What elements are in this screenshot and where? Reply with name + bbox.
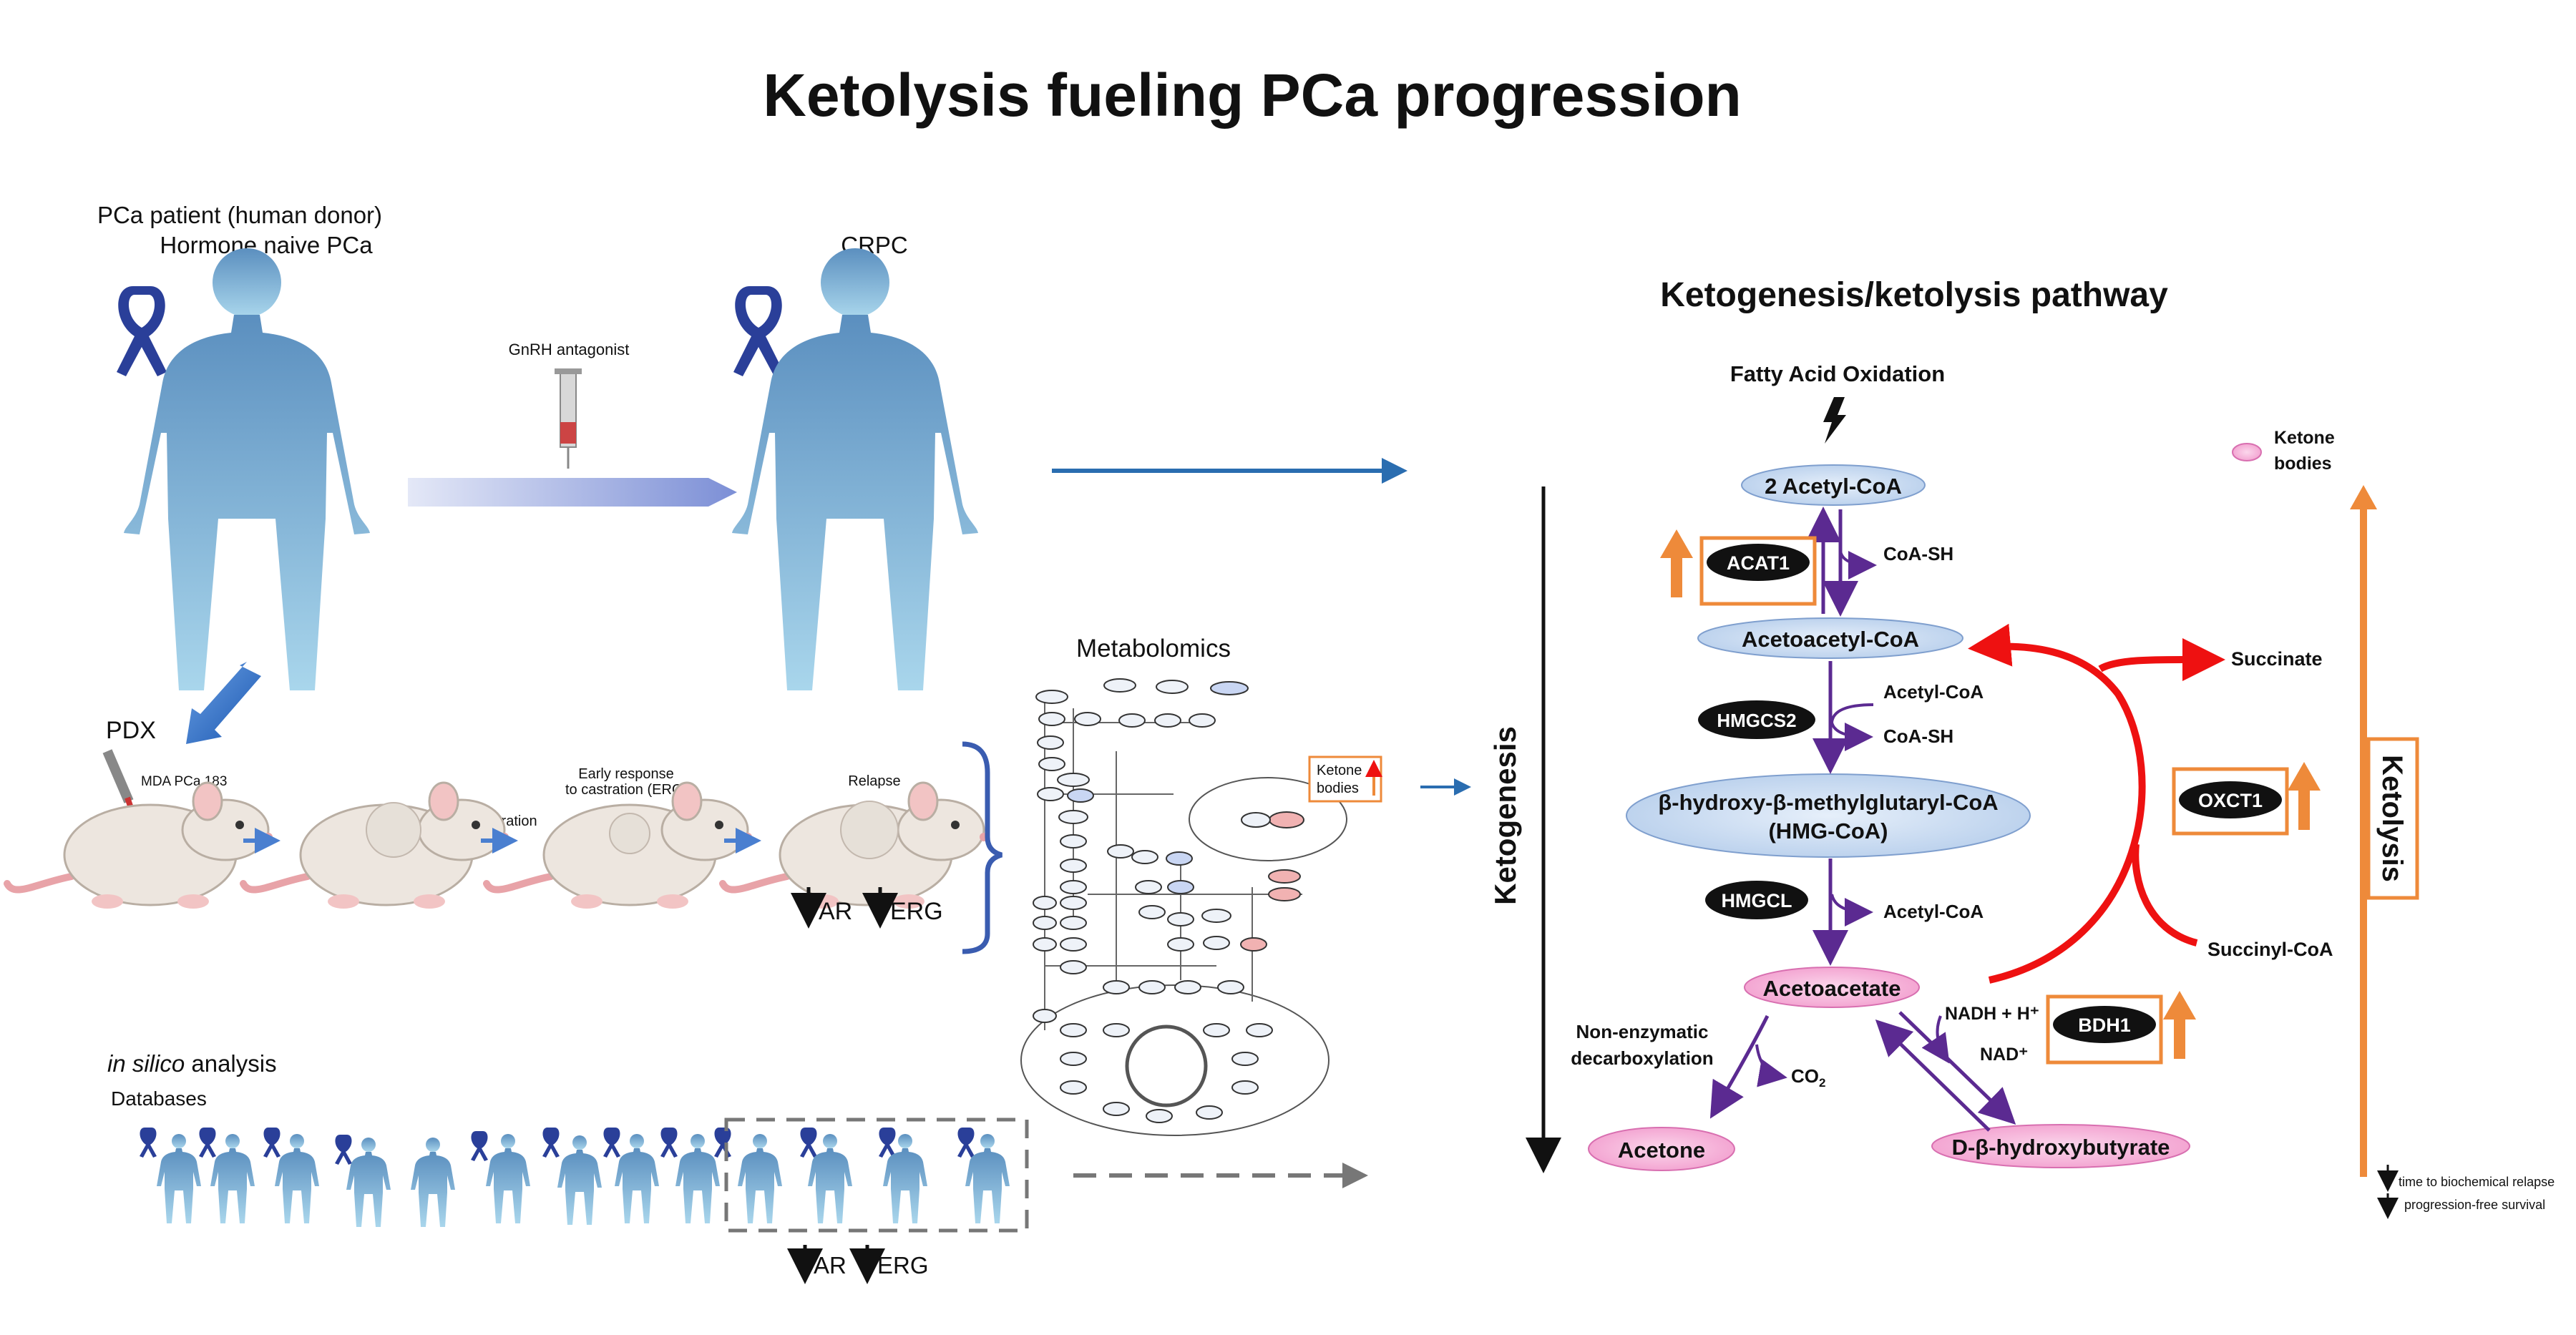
node-acetone <box>1588 1127 1735 1171</box>
enzyme-hmgcl <box>1705 881 1808 919</box>
databases-label: Databases <box>111 1087 207 1110</box>
syringe-injection-icon <box>102 749 135 813</box>
patient-cohort-icons <box>140 1128 1010 1227</box>
legend-ketone-line-1: Ketone <box>2274 428 2335 448</box>
ketogenesis-label: Ketogenesis <box>1488 726 1522 905</box>
svg-text:2 Acetyl-CoA: 2 Acetyl-CoA <box>1765 474 1902 499</box>
node-d-beta-hydroxybutyrate <box>1931 1124 2190 1168</box>
acat1-up-arrow-icon <box>1660 529 1693 597</box>
arrow-co2-release <box>1755 1044 1787 1087</box>
svg-text:BDH1: BDH1 <box>2078 1014 2131 1036</box>
succinyl-coa-input-arc <box>2132 843 2198 947</box>
label-coa-sh-1: CoA-SH <box>1883 543 1953 564</box>
label-succinyl-coa: Succinyl-CoA <box>2207 939 2333 960</box>
svg-text:HMGCL: HMGCL <box>1722 890 1792 911</box>
pathway-title: Ketogenesis/ketolysis pathway <box>1660 276 2168 314</box>
svg-text:ACAT1: ACAT1 <box>1727 552 1790 574</box>
arrow-nadh-consume <box>1921 1015 1950 1064</box>
pdx-derivation-arrow <box>186 662 261 744</box>
node-2-acetyl-coa <box>1741 464 1926 506</box>
arrow-bhb-to-acetoacetate <box>1875 1019 1991 1132</box>
label-nadh: NADH + H⁺ <box>1945 1004 2039 1024</box>
mouse-label-early-response-1: Early response <box>578 766 673 782</box>
tumor-mass-relapse <box>840 801 899 859</box>
svg-text:HMGCS2: HMGCS2 <box>1717 710 1796 731</box>
svg-text:AR: AR <box>814 1252 847 1278</box>
label-co2: CO2 <box>1791 1065 1825 1090</box>
ketolysis-label: Ketolysis <box>2376 755 2408 882</box>
syringe-icon <box>555 368 582 469</box>
fatty-acid-oxidation-label: Fatty Acid Oxidation <box>1730 361 1945 386</box>
label-non-enzymatic-2: decarboxylation <box>1571 1047 1713 1069</box>
footnote-time-to-relapse: time to biochemical relapse <box>2377 1165 2555 1192</box>
ar-erg-down-1: AR ERG <box>791 887 943 929</box>
gnrh-label: GnRH antagonist <box>509 341 630 358</box>
ar-erg-down-2: AR ERG <box>787 1245 929 1284</box>
label-acetyl-coa-out: Acetyl-CoA <box>1883 901 1984 922</box>
enzyme-hmgcs2 <box>1698 700 1815 739</box>
arrow-acetoacetate-to-acetone <box>1709 1014 1770 1119</box>
svg-text:Acetoacetyl-CoA: Acetoacetyl-CoA <box>1742 627 1919 652</box>
metabolomics-bracket <box>962 741 1003 954</box>
lightning-bolt-icon <box>1823 397 1846 444</box>
bdh1-up-arrow-icon <box>2163 991 2196 1059</box>
svg-text:β-hydroxy-β-methylglutaryl-CoA: β-hydroxy-β-methylglutaryl-CoA <box>1658 790 1998 815</box>
label-nad: NAD⁺ <box>1980 1045 2028 1065</box>
svg-text:Acetone: Acetone <box>1618 1138 1705 1163</box>
arrow-acetyl-coa-input <box>1830 703 1874 723</box>
node-acetoacetyl-coa <box>1697 617 1963 659</box>
pdx-label: PDX <box>106 717 156 744</box>
oxct1-up-arrow-icon <box>2288 762 2321 830</box>
figure-title: Ketolysis fueling PCa progression <box>763 62 1742 129</box>
legend-ketone-bodies-swatch <box>2232 443 2262 461</box>
svg-text:(HMG-CoA): (HMG-CoA) <box>1768 818 1888 843</box>
arrow-acetoacetate-to-bhb <box>1898 1011 2016 1125</box>
svg-text:D-β-hydroxybutyrate: D-β-hydroxybutyrate <box>1952 1135 2170 1160</box>
ketolysis-label-box <box>2366 737 2419 900</box>
tumor-mass-small <box>609 813 650 854</box>
patient-label-1: PCa patient (human donor) <box>97 202 382 228</box>
ketolysis-axis-arrowhead <box>2350 485 2377 509</box>
legend-ketone-line-2: bodies <box>2274 454 2332 474</box>
oxct1-reaction-arc <box>1968 623 2146 984</box>
svg-text:time to biochemical relapse: time to biochemical relapse <box>2399 1175 2555 1189</box>
insilico-label: in silico analysis <box>107 1050 277 1077</box>
mouse-baseline-icon <box>7 783 273 909</box>
svg-text:progression-free survival: progression-free survival <box>2404 1198 2545 1212</box>
metabolomics-label: Metabolomics <box>1076 635 1231 662</box>
awareness-ribbon-icon <box>733 286 784 376</box>
awareness-ribbon-icon <box>117 286 167 376</box>
tumor-mass <box>366 802 421 858</box>
node-hmg-coa <box>1626 773 2031 858</box>
selected-cohort-box <box>724 1118 1029 1233</box>
svg-text:AR: AR <box>819 898 852 925</box>
mouse-label-relapse: Relapse <box>848 773 900 789</box>
mouse-label-early-response-2: to castration (ERC) <box>565 782 687 798</box>
label-non-enzymatic-1: Non-enzymatic <box>1576 1021 1709 1042</box>
label-acetyl-coa-in: Acetyl-CoA <box>1883 681 1984 703</box>
label-coa-sh-2: CoA-SH <box>1883 725 1953 747</box>
enzyme-acat1 <box>1707 544 1810 581</box>
node-acetoacetate <box>1744 967 1920 1008</box>
patient-label-2: Hormone naive PCa <box>160 232 373 258</box>
svg-text:ERG: ERG <box>877 1252 929 1278</box>
ketone-box-line-1: Ketone <box>1317 763 1362 778</box>
arrow-acetyl-coa-release <box>1830 894 1873 926</box>
ketolysis-axis-bar <box>2360 508 2367 1177</box>
footnote-progression-free-survival: progression-free survival <box>2377 1193 2545 1219</box>
svg-text:Acetoacetate: Acetoacetate <box>1763 976 1901 1001</box>
arrow-coa-sh-release-2 <box>1830 722 1873 751</box>
label-succinate: Succinate <box>2231 648 2323 670</box>
gnrh-treatment-arrow <box>408 478 737 507</box>
ketone-box-line-2: bodies <box>1317 781 1359 796</box>
arrow-coa-sh-release <box>1839 550 1877 580</box>
svg-text:OXCT1: OXCT1 <box>2198 790 2263 811</box>
enzyme-bdh1 <box>2053 1006 2156 1043</box>
enzyme-oxct1 <box>2179 781 2282 818</box>
svg-text:ERG: ERG <box>890 898 943 925</box>
metabolite-nodes <box>1033 678 1304 1123</box>
succinate-output-arc <box>2098 637 2225 681</box>
